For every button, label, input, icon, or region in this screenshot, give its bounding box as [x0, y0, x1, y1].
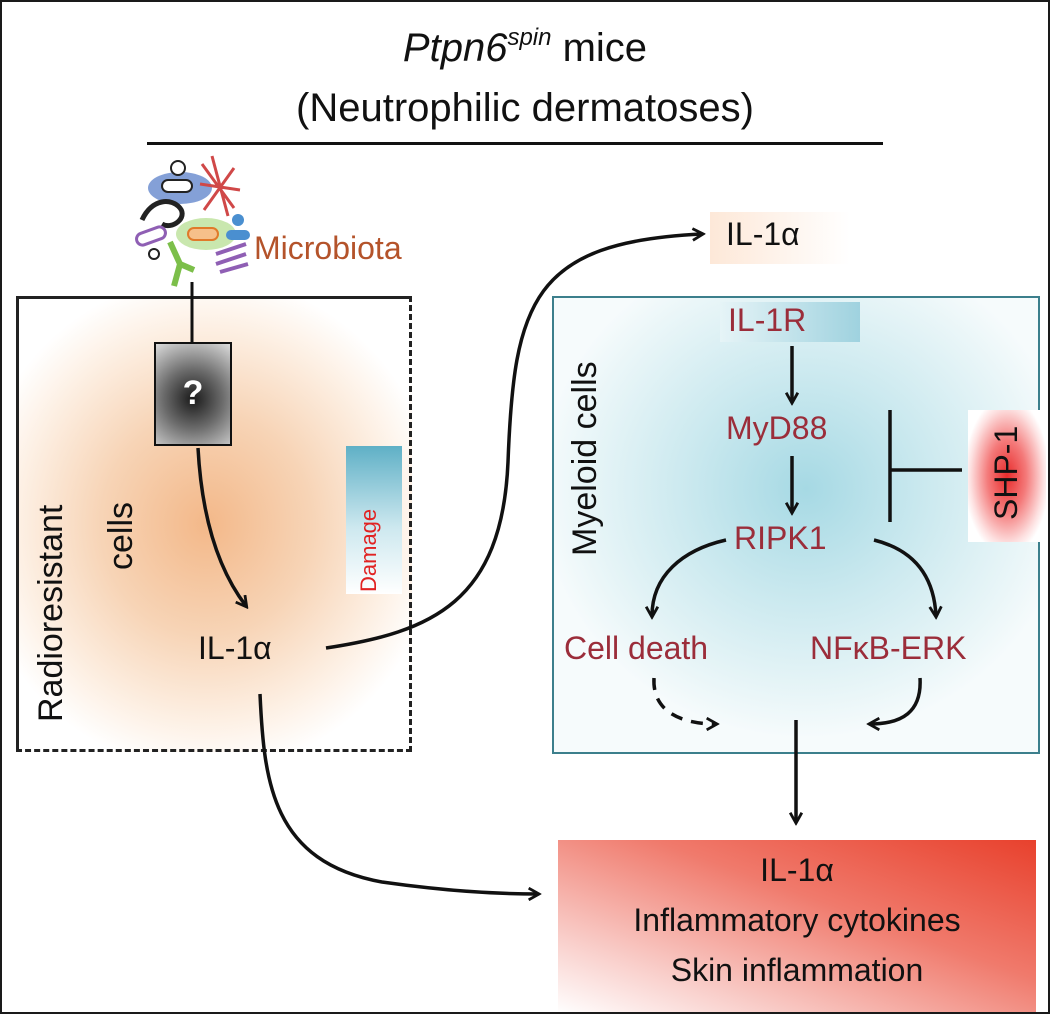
il1r-highlight	[720, 302, 860, 342]
radioresistant-label: Radioresistant	[32, 504, 70, 722]
shp1-label: SHP-1	[988, 425, 1024, 520]
cell-death-label: Cell death	[564, 630, 709, 666]
gene-superscript: spin	[507, 24, 552, 51]
outcome-skin-inflammation: Skin inflammation	[670, 952, 924, 988]
title-subtitle: (Neutrophilic dermatoses)	[296, 86, 754, 130]
title-gene: Ptpn6spin mice	[2, 24, 1048, 71]
myeloid-cells-label: Myeloid cells	[566, 361, 604, 556]
ripk1-label: RIPK1	[734, 520, 827, 556]
il1r-label: IL-1R	[728, 302, 807, 338]
radioresistant-cells-label: cells	[102, 501, 140, 570]
outcome-il1a: IL-1α	[760, 852, 834, 888]
il1a-extracellular: IL-1α	[726, 216, 800, 252]
shp1-highlight	[968, 410, 1046, 542]
nfkb-erk-label: NFκB-ERK	[810, 630, 967, 666]
gene-name: Ptpn6	[402, 26, 508, 70]
microbiota-label: Microbiota	[254, 230, 402, 266]
question-mark: ?	[182, 374, 204, 412]
unknown-mechanism-box: ?	[154, 342, 232, 446]
damage-label: Damage	[356, 508, 381, 592]
outcome-box	[558, 840, 1036, 1012]
myd88-label: MyD88	[726, 410, 828, 446]
title-underline	[147, 142, 883, 145]
myeloid-cells-box	[552, 296, 1040, 754]
outcome-cytokines: Inflammatory cytokines	[633, 902, 961, 938]
il1a-highlight	[710, 212, 850, 264]
damage-highlight	[346, 446, 402, 594]
title-suffix: mice	[551, 26, 648, 70]
il1a-radioresistant: IL-1α	[198, 630, 272, 666]
